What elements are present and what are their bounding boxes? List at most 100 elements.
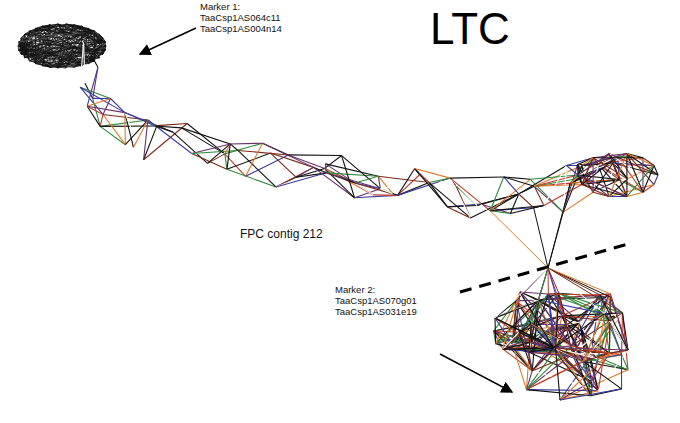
overlap-line xyxy=(429,183,470,218)
overlap-line xyxy=(548,268,610,294)
overlap-line xyxy=(593,154,627,158)
overlap-line xyxy=(519,194,534,208)
overlap-line xyxy=(534,206,544,208)
overlap-line xyxy=(470,194,518,218)
overlap-line xyxy=(429,178,450,182)
overlap-line xyxy=(643,158,654,166)
overlap-line xyxy=(447,207,470,218)
overlap-line xyxy=(227,144,230,169)
overlap-line xyxy=(621,355,622,389)
overlap-line xyxy=(600,295,628,350)
overlap-line xyxy=(380,189,397,196)
annotation-label: TaaCsp1AS070g01 xyxy=(335,296,417,307)
overlap-line xyxy=(529,352,532,371)
overlap-line xyxy=(504,177,535,186)
overlap-line xyxy=(609,154,627,197)
overlap-line xyxy=(502,292,520,349)
annotation-label: Marker 1: xyxy=(200,2,240,13)
overlap-line xyxy=(520,292,554,348)
overlap-line xyxy=(556,348,584,362)
overlap-line xyxy=(626,154,627,197)
overlap-line xyxy=(642,158,643,192)
overlap-line xyxy=(534,186,544,205)
overlap-line xyxy=(342,156,355,198)
overlap-line xyxy=(66,24,94,31)
overlap-line xyxy=(100,126,125,144)
overlap-line xyxy=(578,175,582,185)
overlap-line xyxy=(246,155,289,176)
annotation-label: Marker 2: xyxy=(335,285,375,296)
overlap-line xyxy=(510,206,543,214)
overlap-line xyxy=(548,268,600,295)
overlap-line xyxy=(103,98,111,114)
overlap-line xyxy=(19,24,66,50)
overlap-line xyxy=(544,185,582,206)
overlap-line xyxy=(562,313,623,316)
title: LTC xyxy=(430,4,510,55)
overlap-line xyxy=(583,362,621,389)
overlap-line xyxy=(450,177,504,178)
overlap-line xyxy=(80,41,83,87)
overlap-line xyxy=(526,390,590,396)
overlap-line xyxy=(605,314,628,350)
overlap-line xyxy=(429,183,447,207)
overlap-line xyxy=(627,165,654,196)
overlap-line xyxy=(563,165,577,213)
overlap-line xyxy=(398,178,451,195)
overlap-line xyxy=(643,165,654,192)
overlap-line xyxy=(548,183,570,268)
annotation-label: TaaCsp1AS031e19 xyxy=(335,307,417,318)
overlap-line xyxy=(494,318,496,344)
overlap-line xyxy=(342,156,381,189)
overlap-line xyxy=(566,165,578,175)
overlap-line xyxy=(325,168,374,194)
overlap-line xyxy=(18,42,105,46)
overlap-line xyxy=(654,175,658,185)
overlap-line xyxy=(82,26,106,42)
overlap-line xyxy=(548,268,605,314)
overlap-line xyxy=(95,31,106,42)
overlap-line xyxy=(103,114,125,144)
overlap-line xyxy=(230,143,262,145)
overlap-line xyxy=(87,67,98,106)
overlap-line xyxy=(276,167,314,187)
overlap-line xyxy=(582,154,627,166)
overlap-line xyxy=(556,348,560,400)
overlap-line xyxy=(609,154,627,197)
overlap-line xyxy=(450,178,477,205)
overlap-line xyxy=(548,268,622,313)
overlap-line xyxy=(531,324,571,346)
overlap-line xyxy=(530,179,563,212)
overlap-line xyxy=(84,41,98,67)
overlap-line xyxy=(582,185,609,197)
dashed-divider xyxy=(460,244,628,292)
overlap-line xyxy=(477,194,519,206)
overlap-line xyxy=(58,24,105,42)
overlap-line xyxy=(99,34,105,42)
overlap-line xyxy=(100,114,103,126)
overlap-line xyxy=(288,154,341,156)
overlap-line xyxy=(529,348,556,352)
overlap-line xyxy=(393,193,398,195)
overlap-line xyxy=(230,144,238,151)
overlap-line xyxy=(42,26,105,42)
overlap-line xyxy=(526,351,554,390)
overlap-line xyxy=(144,124,187,160)
overlap-line xyxy=(510,194,518,214)
overlap-line xyxy=(610,294,628,350)
overlap-line xyxy=(447,206,477,207)
overlap-line xyxy=(66,24,103,38)
overlap-line xyxy=(654,165,658,175)
overlap-line xyxy=(355,195,398,197)
overlap-line xyxy=(554,348,584,362)
overlap-line xyxy=(314,167,355,197)
overlap-line xyxy=(490,206,544,211)
overlap-line xyxy=(288,155,324,169)
overlap-line xyxy=(490,211,510,214)
overlap-line xyxy=(157,124,187,126)
overlap-line xyxy=(84,41,85,83)
overlap-line xyxy=(415,169,450,179)
overlap-line xyxy=(103,38,105,42)
overlap-line xyxy=(560,389,622,400)
overlap-line xyxy=(539,300,605,314)
